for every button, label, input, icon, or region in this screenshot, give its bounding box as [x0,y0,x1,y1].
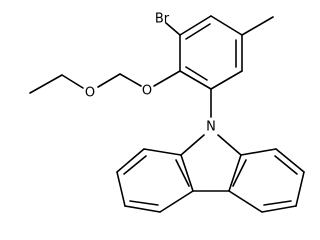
bond [261,205,297,213]
ethoxymethoxy-bonds [29,73,142,94]
bond [240,148,277,156]
bond [179,15,212,36]
bond [180,154,194,192]
bond [124,205,161,213]
double-bond-inner [129,200,159,206]
bond [97,73,121,88]
aryl-ring-bonds [179,15,243,90]
bond [295,171,305,207]
bond [210,70,243,90]
bond [180,134,205,156]
bond [228,154,242,192]
carbazole-pyrrole-bonds [180,134,242,192]
double-bond-inner [175,159,190,187]
bond [179,70,212,90]
double-bond-inner [274,155,298,175]
double-bond-inner [185,66,208,81]
bond [210,15,243,36]
ether-oxygen-atom-label: O [142,84,152,99]
bond [29,74,63,94]
carbazole-right-ring-bonds [228,148,305,213]
bond [159,190,194,213]
double-bond-inner [123,155,147,175]
carbazole-left-ring-bonds [116,148,194,213]
double-bond-inner [232,159,247,187]
double-bond-inner [263,200,292,206]
bond [228,190,263,213]
aryl-oxygen-bond [153,70,181,87]
bond [116,171,126,207]
double-bond-inner [185,23,211,40]
methyl-bond [241,16,274,36]
bond [61,74,84,89]
aryl-oxygen-atom-label: O [85,86,95,101]
bromine-atom-label: Br [155,12,170,27]
bond [116,148,145,173]
bond [275,148,305,173]
bond [217,134,242,156]
nitrogen-atom-label: N [206,120,216,135]
bromo-bond [165,22,181,36]
bond [143,148,182,156]
bond [119,73,142,87]
structure-diagram: Br O O N [29,12,305,213]
